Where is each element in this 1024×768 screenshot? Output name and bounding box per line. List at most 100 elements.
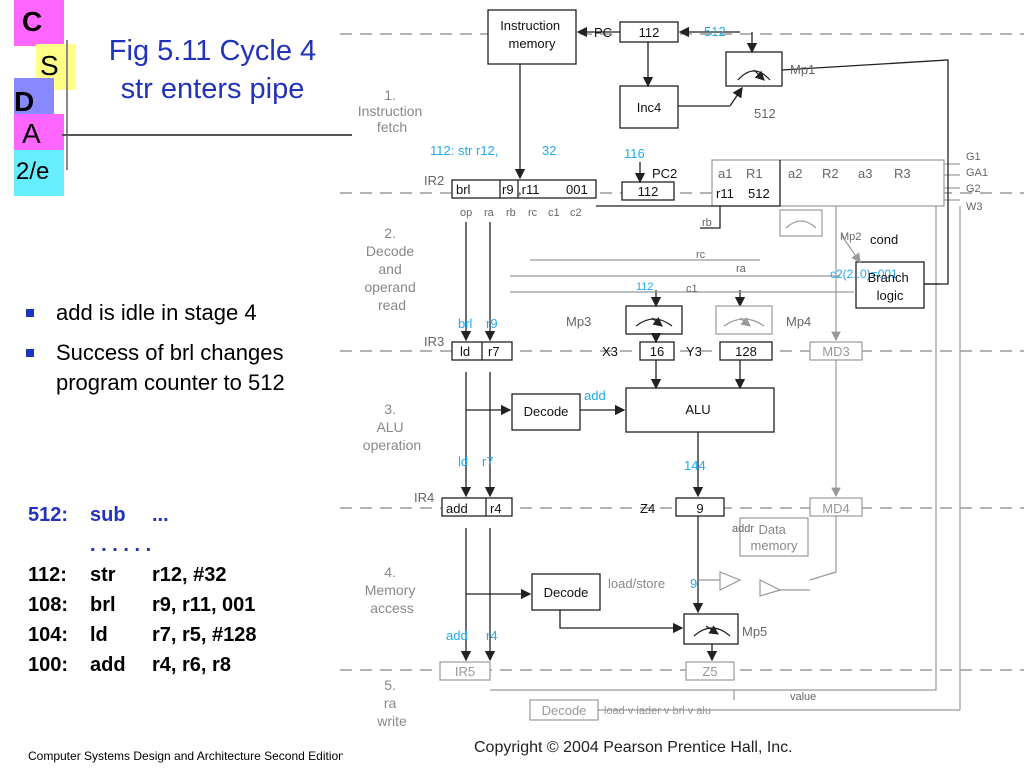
code-line: . . . . . . (28, 530, 257, 560)
load-store-label: load/store (608, 576, 665, 591)
y3-register (719, 341, 773, 361)
title-rule (62, 134, 352, 136)
stage-5-label: 5. ra write (376, 677, 407, 729)
code-op: sub (90, 504, 126, 526)
code-addr: 512: (28, 504, 69, 526)
ir5-register (439, 661, 491, 681)
mp5-mux (683, 613, 739, 645)
mp1-mux (725, 51, 783, 87)
code-args: r9, r11, 001 (152, 594, 256, 616)
ir2-field-rb: ,r11 (518, 182, 539, 197)
bullet-text: Success of brl changes (56, 340, 284, 365)
ir3-incoming-op: brl (458, 316, 473, 331)
code-op: brl (90, 594, 116, 616)
decode-stage4-box (531, 573, 601, 611)
ir2-field-c: 001 (566, 182, 588, 197)
inc4-box (619, 85, 679, 129)
ir2-field-op: brl (456, 182, 471, 197)
wire-rc-label: rc (696, 249, 706, 261)
pc2-incoming-value: 116 (624, 146, 645, 161)
regfile-hdr-r2: R2 (822, 166, 839, 181)
mp4-label: Mp4 (786, 314, 811, 329)
wire-value-label: value (790, 691, 816, 703)
mp5-label: Mp5 (742, 624, 767, 639)
bullet-list: add is idle in stage 4 Success of brl ch… (18, 298, 348, 408)
branch-logic-label: Branch logic (868, 270, 913, 303)
mp1-output-value: 512 (754, 106, 776, 121)
ir5-incoming-op: add (446, 628, 468, 643)
z5-label: Z5 (702, 664, 717, 679)
load-store-value: 9 (690, 576, 697, 591)
mp4-mux (715, 305, 773, 335)
wire-addr-label: addr (732, 523, 754, 535)
regfile-hdr-a3: a3 (858, 166, 872, 181)
ir2-incoming-immediate: 32 (542, 143, 556, 158)
bullet-continuation: program counter to 512 (18, 368, 348, 398)
logo-letter-c: C (22, 6, 43, 37)
alu-output-value: 144 (684, 458, 706, 473)
ir2-incoming-instruction: 112: str r12, (430, 143, 498, 158)
regfile-row-reg: r11 (716, 186, 734, 201)
code-line: 512:sub... (28, 500, 257, 530)
stage-2-label: 2. Decode and operand read (364, 225, 419, 313)
port-w3: W3 (966, 201, 983, 213)
ir2-sub-rb: rb (506, 207, 516, 219)
pc-value: 112 (639, 25, 660, 40)
bullet-marker (26, 349, 34, 357)
register-file (711, 159, 945, 207)
md4-label: MD4 (822, 501, 849, 516)
regfile-hdr-a1: a1 (718, 166, 732, 181)
port-g1: G1 (966, 151, 981, 163)
pc2-label: PC2 (652, 166, 677, 181)
alu-op-label: add (584, 388, 606, 403)
wire-pc-value: 112 (636, 281, 654, 293)
c2-condition: c2(2..0)=001 (830, 267, 898, 281)
logo-letter-d: D (14, 86, 35, 117)
slide-title: Fig 5.11 Cycle 4 str enters pipe (75, 32, 350, 108)
ir4-field-ra: r4 (490, 501, 502, 516)
code-addr: 100: (28, 654, 69, 676)
decode-stage5-label: Decode (542, 703, 587, 718)
stage-3-label: 3. ALU operation (363, 401, 421, 453)
data-memory-label: Data memory (751, 522, 798, 553)
ir4-field-op: add (446, 501, 468, 516)
bullet-text: program counter to 512 (56, 370, 285, 395)
code-addr: 104: (28, 624, 69, 646)
ir2-label: IR2 (424, 173, 444, 188)
title-line-1: Fig 5.11 Cycle 4 (108, 35, 317, 67)
z5-register (685, 661, 735, 681)
ir4-incoming-op: ld (458, 454, 468, 469)
regfile-row-value: 512 (748, 186, 770, 201)
code-args: r4, r6, r8 (152, 654, 231, 676)
wire-rb-label: rb (702, 217, 712, 229)
x3-value: 16 (650, 344, 664, 359)
ir2-sub-ra: ra (484, 207, 495, 219)
code-addr: 112: (28, 564, 67, 586)
stage-1-label: 1. Instruction fetch (358, 87, 426, 135)
copyright-notice: Copyright © 2004 Pearson Prentice Hall, … (474, 739, 793, 756)
instruction-memory-label: Instruction memory (500, 18, 564, 51)
ir3-field-op: ld (460, 344, 470, 359)
title-vertical-rule (66, 40, 68, 170)
md3-label: MD3 (822, 344, 849, 359)
logo-square-a (14, 114, 64, 154)
ir4-incoming-ra: r7 (482, 454, 494, 469)
logo-square-e (14, 150, 64, 196)
decode-stage5-output: load v lader v brl v alu (604, 705, 711, 717)
ir3-field-ra: r7 (488, 344, 500, 359)
stage-4-label: 4. Memory access (365, 564, 419, 616)
alu-box (625, 387, 775, 433)
footer-text: Computer Systems Design and Architecture… (28, 749, 343, 763)
wire-ra-label: ra (736, 263, 747, 275)
ir2-register (451, 179, 597, 199)
decode-stage4-label: Decode (544, 585, 589, 600)
mp2-label: Mp2 (840, 231, 861, 243)
ir4-register (441, 497, 513, 517)
logo-letter-a: A (22, 118, 41, 149)
data-memory-box (739, 517, 809, 557)
code-addr: 108: (28, 594, 69, 616)
